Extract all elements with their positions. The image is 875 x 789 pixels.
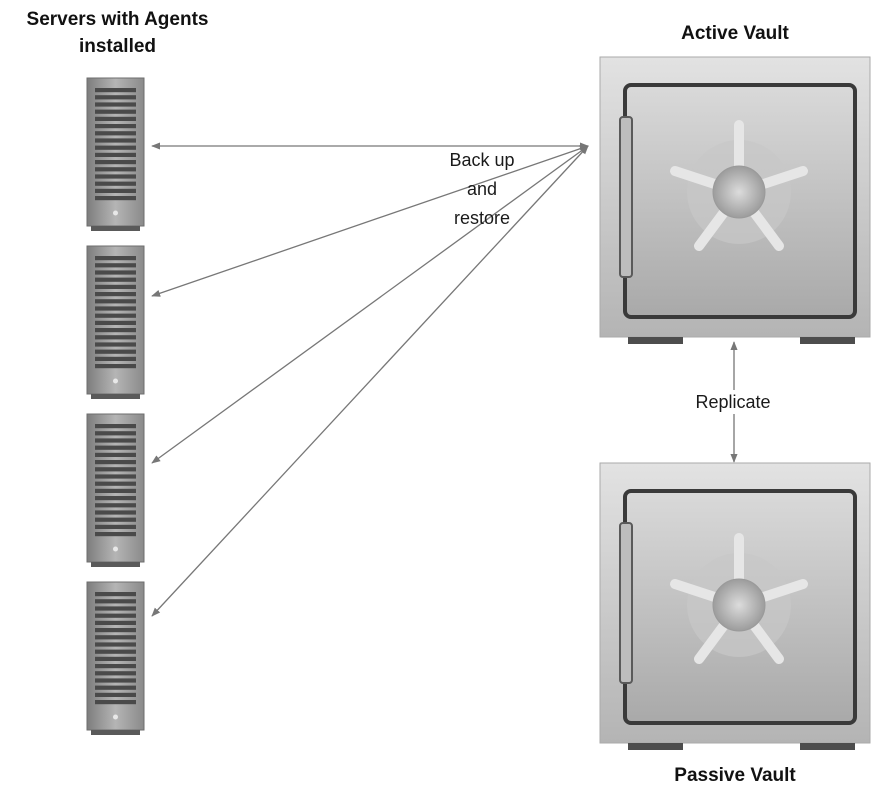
arrow-server-4 xyxy=(151,145,589,617)
backup-restore-label: Back up and restore xyxy=(432,146,532,233)
servers-title-line2: installed xyxy=(78,36,157,57)
backup-label-line2: and xyxy=(466,179,498,199)
server-2-icon xyxy=(86,245,145,399)
active-vault-title: Active Vault xyxy=(681,23,789,44)
vault-wheel-icon xyxy=(670,120,808,251)
passive-vault-title: Passive Vault xyxy=(674,765,796,786)
active-vault-icon xyxy=(599,56,871,344)
servers-title-line1: Servers with Agents xyxy=(26,9,209,30)
backup-label-line3: restore xyxy=(453,208,511,228)
server-rack-group xyxy=(86,77,145,735)
backup-label-line1: Back up xyxy=(449,150,515,170)
vault-wheel-icon xyxy=(670,533,808,664)
servers-title: Servers with Agents installed xyxy=(0,6,235,60)
replicate-label: Replicate xyxy=(678,390,788,414)
server-3-icon xyxy=(86,413,145,567)
server-1-icon xyxy=(86,77,145,231)
server-4-icon xyxy=(86,581,145,735)
passive-vault-icon xyxy=(599,462,871,750)
